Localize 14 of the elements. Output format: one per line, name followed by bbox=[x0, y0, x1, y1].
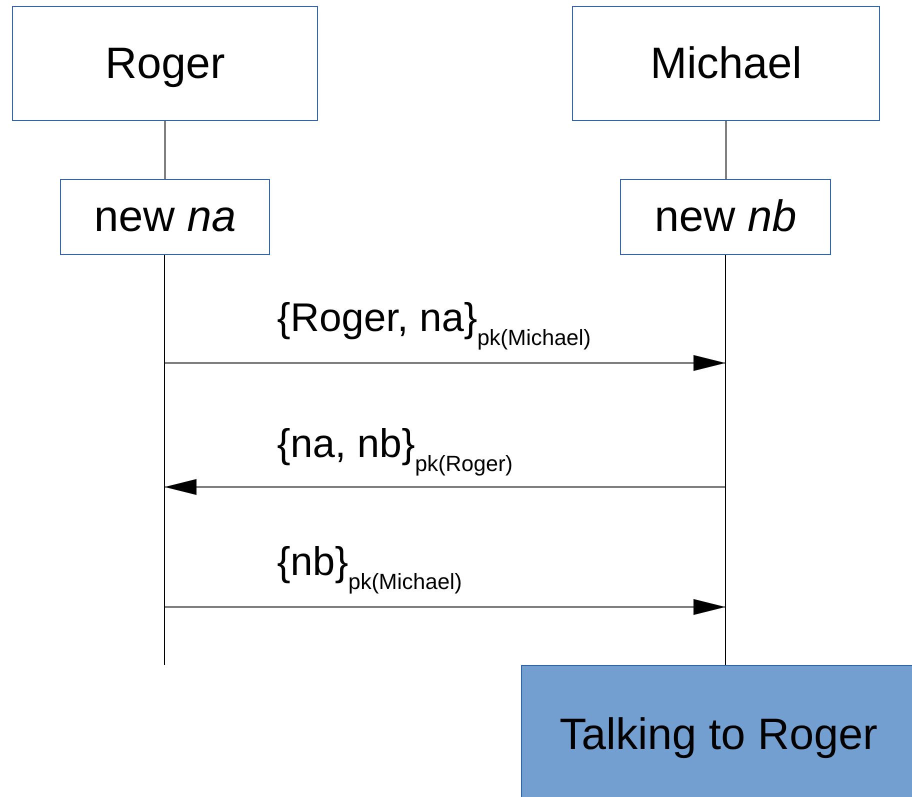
lifeline bbox=[164, 255, 165, 665]
message-arrow bbox=[164, 599, 726, 615]
state-box: Talking to Roger bbox=[521, 665, 912, 797]
lifeline bbox=[725, 255, 726, 665]
participant-box: Roger bbox=[12, 6, 318, 121]
participant-box: new na bbox=[60, 179, 270, 255]
message-arrow bbox=[164, 355, 726, 371]
lifeline bbox=[164, 120, 166, 180]
participant-box: new nb bbox=[620, 179, 831, 255]
edge-label: {nb}$_{pk(Michael)}$ bbox=[277, 542, 462, 593]
message-arrow bbox=[164, 479, 726, 495]
participant-box: Michael bbox=[572, 6, 880, 121]
edge-label: {na, nb}$_{pk(Roger)}$ bbox=[277, 424, 513, 475]
edge-label: {Roger, na}$_{pk(Michael)}$ bbox=[277, 298, 591, 349]
